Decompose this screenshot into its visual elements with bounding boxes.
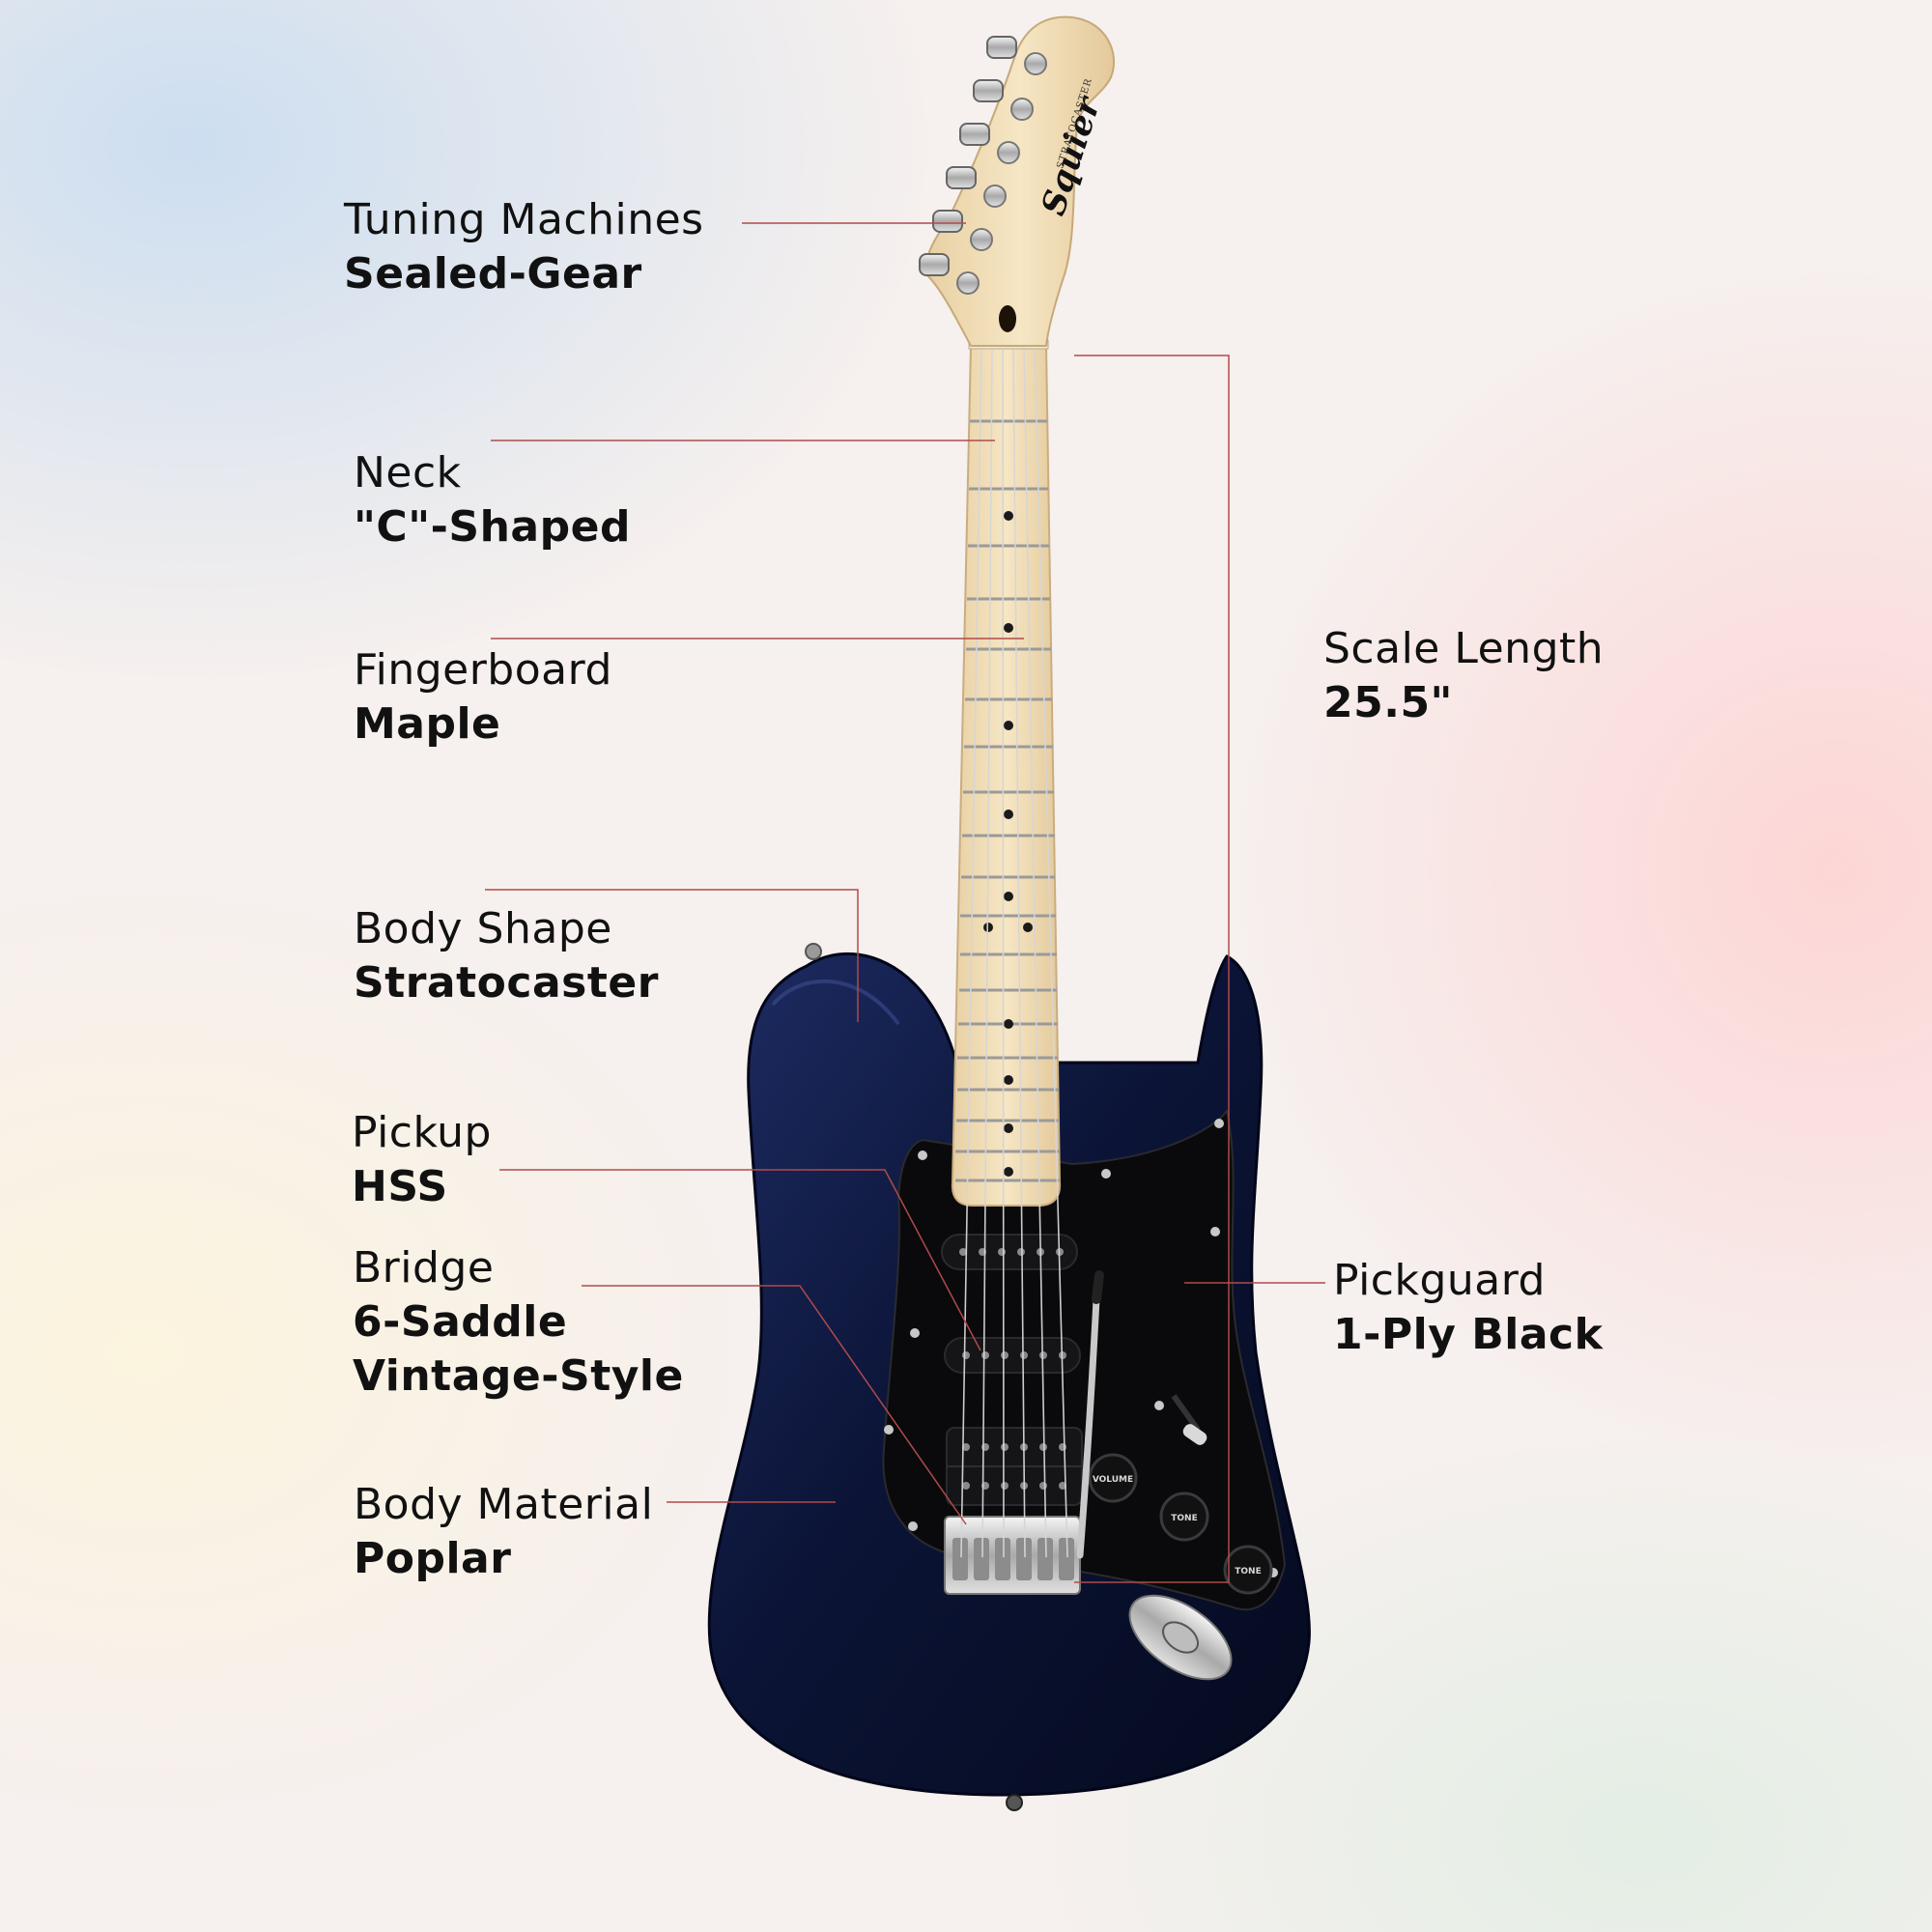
tuner-posts [956, 52, 1047, 295]
leader-bridge [582, 1285, 967, 1525]
tremolo-arm [1076, 1295, 1100, 1559]
spec-tuning-machines: Tuning Machines Sealed-Gear [344, 193, 704, 301]
leader-scale-length [1074, 355, 1230, 1583]
spec-value: Poplar [354, 1533, 512, 1583]
spec-title: Tuning Machines [344, 195, 704, 244]
spec-title: Body Material [354, 1480, 654, 1529]
strings [960, 349, 1068, 1558]
spec-value-line-1: 6-Saddle [353, 1296, 568, 1347]
spec-value: 25.5" [1323, 677, 1453, 727]
spec-fingerboard: Fingerboard Maple [354, 643, 612, 752]
volume-knob-label: VOLUME [1093, 1475, 1133, 1485]
spec-value: Sealed-Gear [344, 248, 642, 298]
volume-knob: VOLUME [1088, 1453, 1138, 1503]
tone-knob-label-1: TONE [1171, 1514, 1197, 1523]
spec-scale-length: Scale Length 25.5" [1323, 622, 1604, 730]
spec-title: Fingerboard [354, 645, 612, 695]
truss-rod-access [999, 305, 1016, 332]
strap-button-bottom [1006, 1794, 1023, 1811]
spec-bridge: Bridge 6-Saddle Vintage-Style [353, 1241, 684, 1404]
spec-value-line-2: Vintage-Style [353, 1350, 684, 1401]
tone-knob-1: TONE [1159, 1492, 1209, 1542]
spec-title: Bridge [353, 1243, 495, 1293]
spec-value: Maple [354, 698, 501, 749]
leader-pickup [499, 1169, 981, 1351]
headstock [924, 15, 1116, 347]
spec-title: Pickup [352, 1108, 492, 1157]
strap-button-top [805, 943, 822, 960]
fret-markers [983, 511, 1033, 1177]
frets [955, 419, 1060, 1182]
spec-value: "C"-Shaped [354, 501, 631, 552]
tone-knob-2: TONE [1223, 1545, 1273, 1595]
body-highlight [771, 979, 900, 1026]
output-jack [1128, 1594, 1233, 1681]
spec-body-material: Body Material Poplar [354, 1478, 653, 1586]
spec-body-shape: Body Shape Stratocaster [354, 902, 659, 1010]
spec-pickguard: Pickguard 1-Ply Black [1333, 1254, 1603, 1362]
spec-value: HSS [352, 1161, 448, 1211]
leader-body-shape [485, 889, 859, 1022]
neck-pickup [941, 1234, 1078, 1270]
bridge-plate [944, 1516, 1081, 1595]
spec-value: Stratocaster [354, 957, 659, 1008]
spec-pickup: Pickup HSS [352, 1106, 492, 1214]
spec-title: Scale Length [1323, 624, 1605, 673]
spec-neck: Neck "C"-Shaped [354, 446, 631, 554]
pickup-selector [1171, 1394, 1208, 1445]
tuning-machine-keys [919, 36, 1017, 276]
spec-title: Neck [354, 448, 462, 497]
spec-title: Body Shape [354, 904, 612, 953]
tone-knob-label-2: TONE [1235, 1567, 1261, 1577]
spec-value: 1-Ply Black [1333, 1309, 1604, 1359]
spec-title: Pickguard [1333, 1256, 1546, 1305]
leader-lines [485, 222, 1325, 1583]
